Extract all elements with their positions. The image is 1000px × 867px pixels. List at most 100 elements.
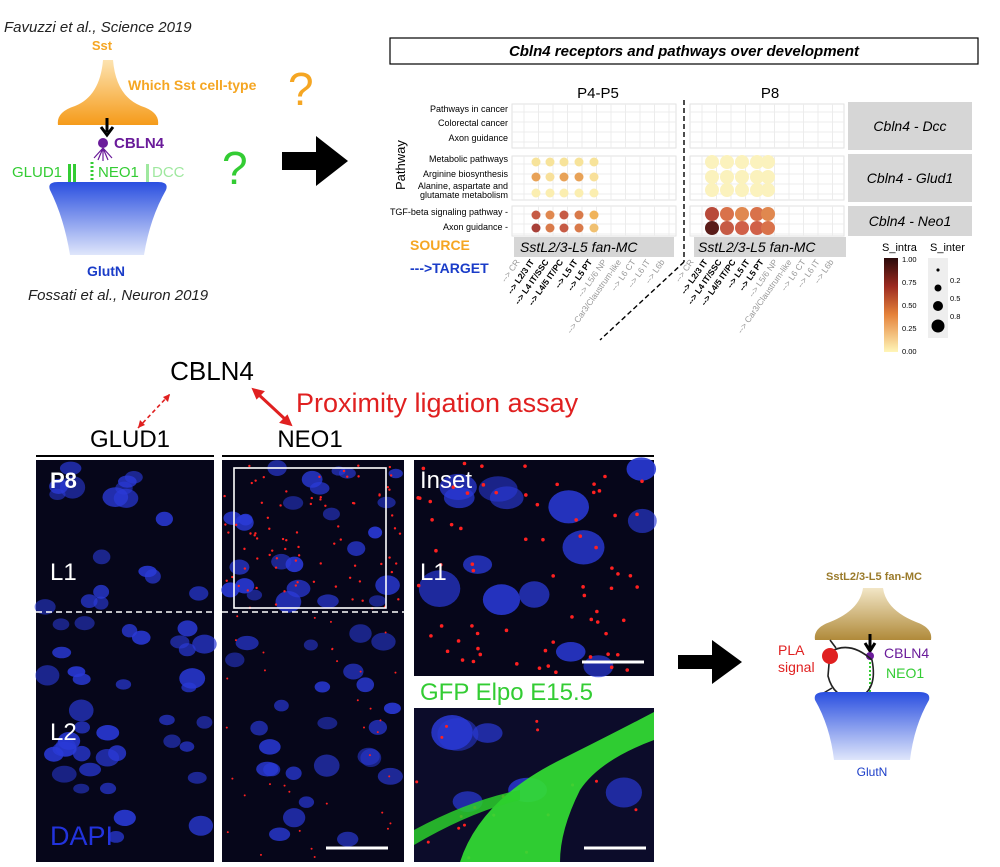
pla-dot-mark xyxy=(603,474,607,479)
legend-intra-tick: 0.75 xyxy=(902,278,917,287)
panel-right-label: P8 xyxy=(761,85,779,102)
top-left-schematic: Favuzzi et al., Science 2019 Sst Which S… xyxy=(4,19,348,304)
pla-dot-mark xyxy=(434,548,438,553)
right-schematic: SstL2/3-L5 fan-MC CBLN4 NEO1 PLA signal … xyxy=(678,571,932,779)
gfp-neuron-process xyxy=(460,712,654,862)
cbln4-tendrils-icon xyxy=(93,147,113,161)
pla-dot-mark xyxy=(260,501,264,504)
pathway-label: Arginine biosynthesis xyxy=(423,169,509,179)
facet-neo1-box xyxy=(848,206,972,236)
nucleus-mark xyxy=(96,724,120,741)
sst-cell xyxy=(57,60,159,125)
pla-dot-mark xyxy=(478,652,483,657)
dot-mark xyxy=(574,157,584,167)
nucleus-mark xyxy=(163,734,181,748)
nucleus-mark xyxy=(478,476,518,502)
nucleus-mark xyxy=(343,663,364,680)
pla-dot-mark xyxy=(389,474,393,477)
legend-inter-dot xyxy=(933,301,943,311)
microscopy-panels: P8 L1 L2 DAPI Inset L1 GFP Elpo E15.5 xyxy=(34,457,657,862)
dot-mark xyxy=(559,223,569,233)
nucleus-mark xyxy=(107,830,125,843)
inset-box xyxy=(233,467,387,609)
pathway-label: TGF-beta signaling pathway - xyxy=(390,207,508,217)
pla-dot-mark xyxy=(388,488,391,491)
pla-dot-mark xyxy=(588,655,593,659)
pla-dot-mark xyxy=(226,677,229,680)
nucleus-mark xyxy=(472,723,503,743)
pla-dot-mark xyxy=(295,531,299,534)
nucleus-mark xyxy=(235,635,259,651)
nucleus-mark xyxy=(347,541,366,556)
glud1-image xyxy=(36,460,214,862)
pla-dot-mark xyxy=(615,652,620,657)
pla-dot-mark xyxy=(319,498,322,501)
legend-inter-title: S_inter xyxy=(930,242,965,254)
nucleus-mark xyxy=(67,666,86,678)
dot-mark xyxy=(545,157,555,167)
pla-dot-mark xyxy=(589,617,594,622)
legend-inter-tick: 0.8 xyxy=(950,312,960,321)
nucleus-mark xyxy=(179,741,195,752)
pla-dot-mark xyxy=(325,802,328,805)
pla-dot-mark xyxy=(471,568,476,573)
panel-left-label: P4-P5 xyxy=(577,85,619,102)
nucleus-mark xyxy=(187,771,207,784)
pla-dot-mark xyxy=(274,603,278,606)
nucleus-mark xyxy=(285,766,302,780)
pla-dot-mark xyxy=(541,537,545,542)
pla-dot-mark xyxy=(390,514,394,517)
nucleus-mark xyxy=(418,570,461,607)
pla-dot-mark xyxy=(318,475,321,479)
dot-mark xyxy=(735,170,749,184)
dot-mark xyxy=(574,223,584,233)
pla-dot-mark xyxy=(397,598,400,601)
pla-dot-mark xyxy=(362,726,365,729)
pla-dot-mark xyxy=(268,553,271,557)
facet-dcc-box xyxy=(848,102,972,150)
pla-dot-mark xyxy=(296,581,299,584)
cbln4-label-2: CBLN4 xyxy=(884,645,929,661)
nucleus-mark xyxy=(34,599,56,615)
glud1-receptor xyxy=(68,164,71,182)
pla-dot-mark xyxy=(353,564,357,567)
sst-label: Sst xyxy=(92,38,113,53)
pla-dot-mark xyxy=(551,640,556,644)
y-axis-label: Pathway xyxy=(393,140,408,190)
pla-dot-mark xyxy=(388,775,391,778)
pla-dot-mark xyxy=(310,496,313,500)
pla-dot-mark xyxy=(604,631,608,636)
legend-intra-tick: 1.00 xyxy=(902,255,917,264)
source-box-right xyxy=(694,237,846,257)
pla-dot-mark xyxy=(616,572,620,576)
pla-dot-mark xyxy=(334,585,338,588)
pla-dot-mark xyxy=(346,475,349,478)
nucleus-mark xyxy=(118,475,137,488)
nucleus-mark xyxy=(113,809,136,827)
nucleus-mark xyxy=(73,783,90,794)
pla-dot-mark xyxy=(430,517,434,522)
nucleus-mark xyxy=(59,461,82,476)
pla-dot-mark xyxy=(476,646,480,651)
legend-intra-ticks: 1.000.750.500.250.00 xyxy=(902,255,917,356)
nucleus-mark xyxy=(317,594,339,608)
question-mark-orange: ? xyxy=(288,63,314,115)
pla-dot-mark xyxy=(595,609,599,614)
nucleus-mark xyxy=(181,682,197,693)
pla-dot-mark xyxy=(523,537,528,542)
target-labels: --> CR--> CR--> L2/3 IT--> L2/3 IT--> L4… xyxy=(499,257,836,336)
question-label: Which Sst cell-type xyxy=(128,77,257,93)
nucleus-mark xyxy=(52,646,72,659)
cbln4-center-label: CBLN4 xyxy=(170,356,254,386)
dot-mark xyxy=(559,188,569,198)
nucleus-mark xyxy=(383,702,401,715)
pla-dot-mark xyxy=(298,829,301,832)
arrow-down-icon-2 xyxy=(863,634,877,654)
pla-signal-label-1: PLA xyxy=(778,642,805,658)
pla-dot-mark xyxy=(329,620,332,623)
nucleus-mark xyxy=(238,513,253,526)
grid-cell xyxy=(689,103,845,149)
pla-dot-mark xyxy=(546,664,551,668)
pla-dot-mark xyxy=(351,501,355,505)
